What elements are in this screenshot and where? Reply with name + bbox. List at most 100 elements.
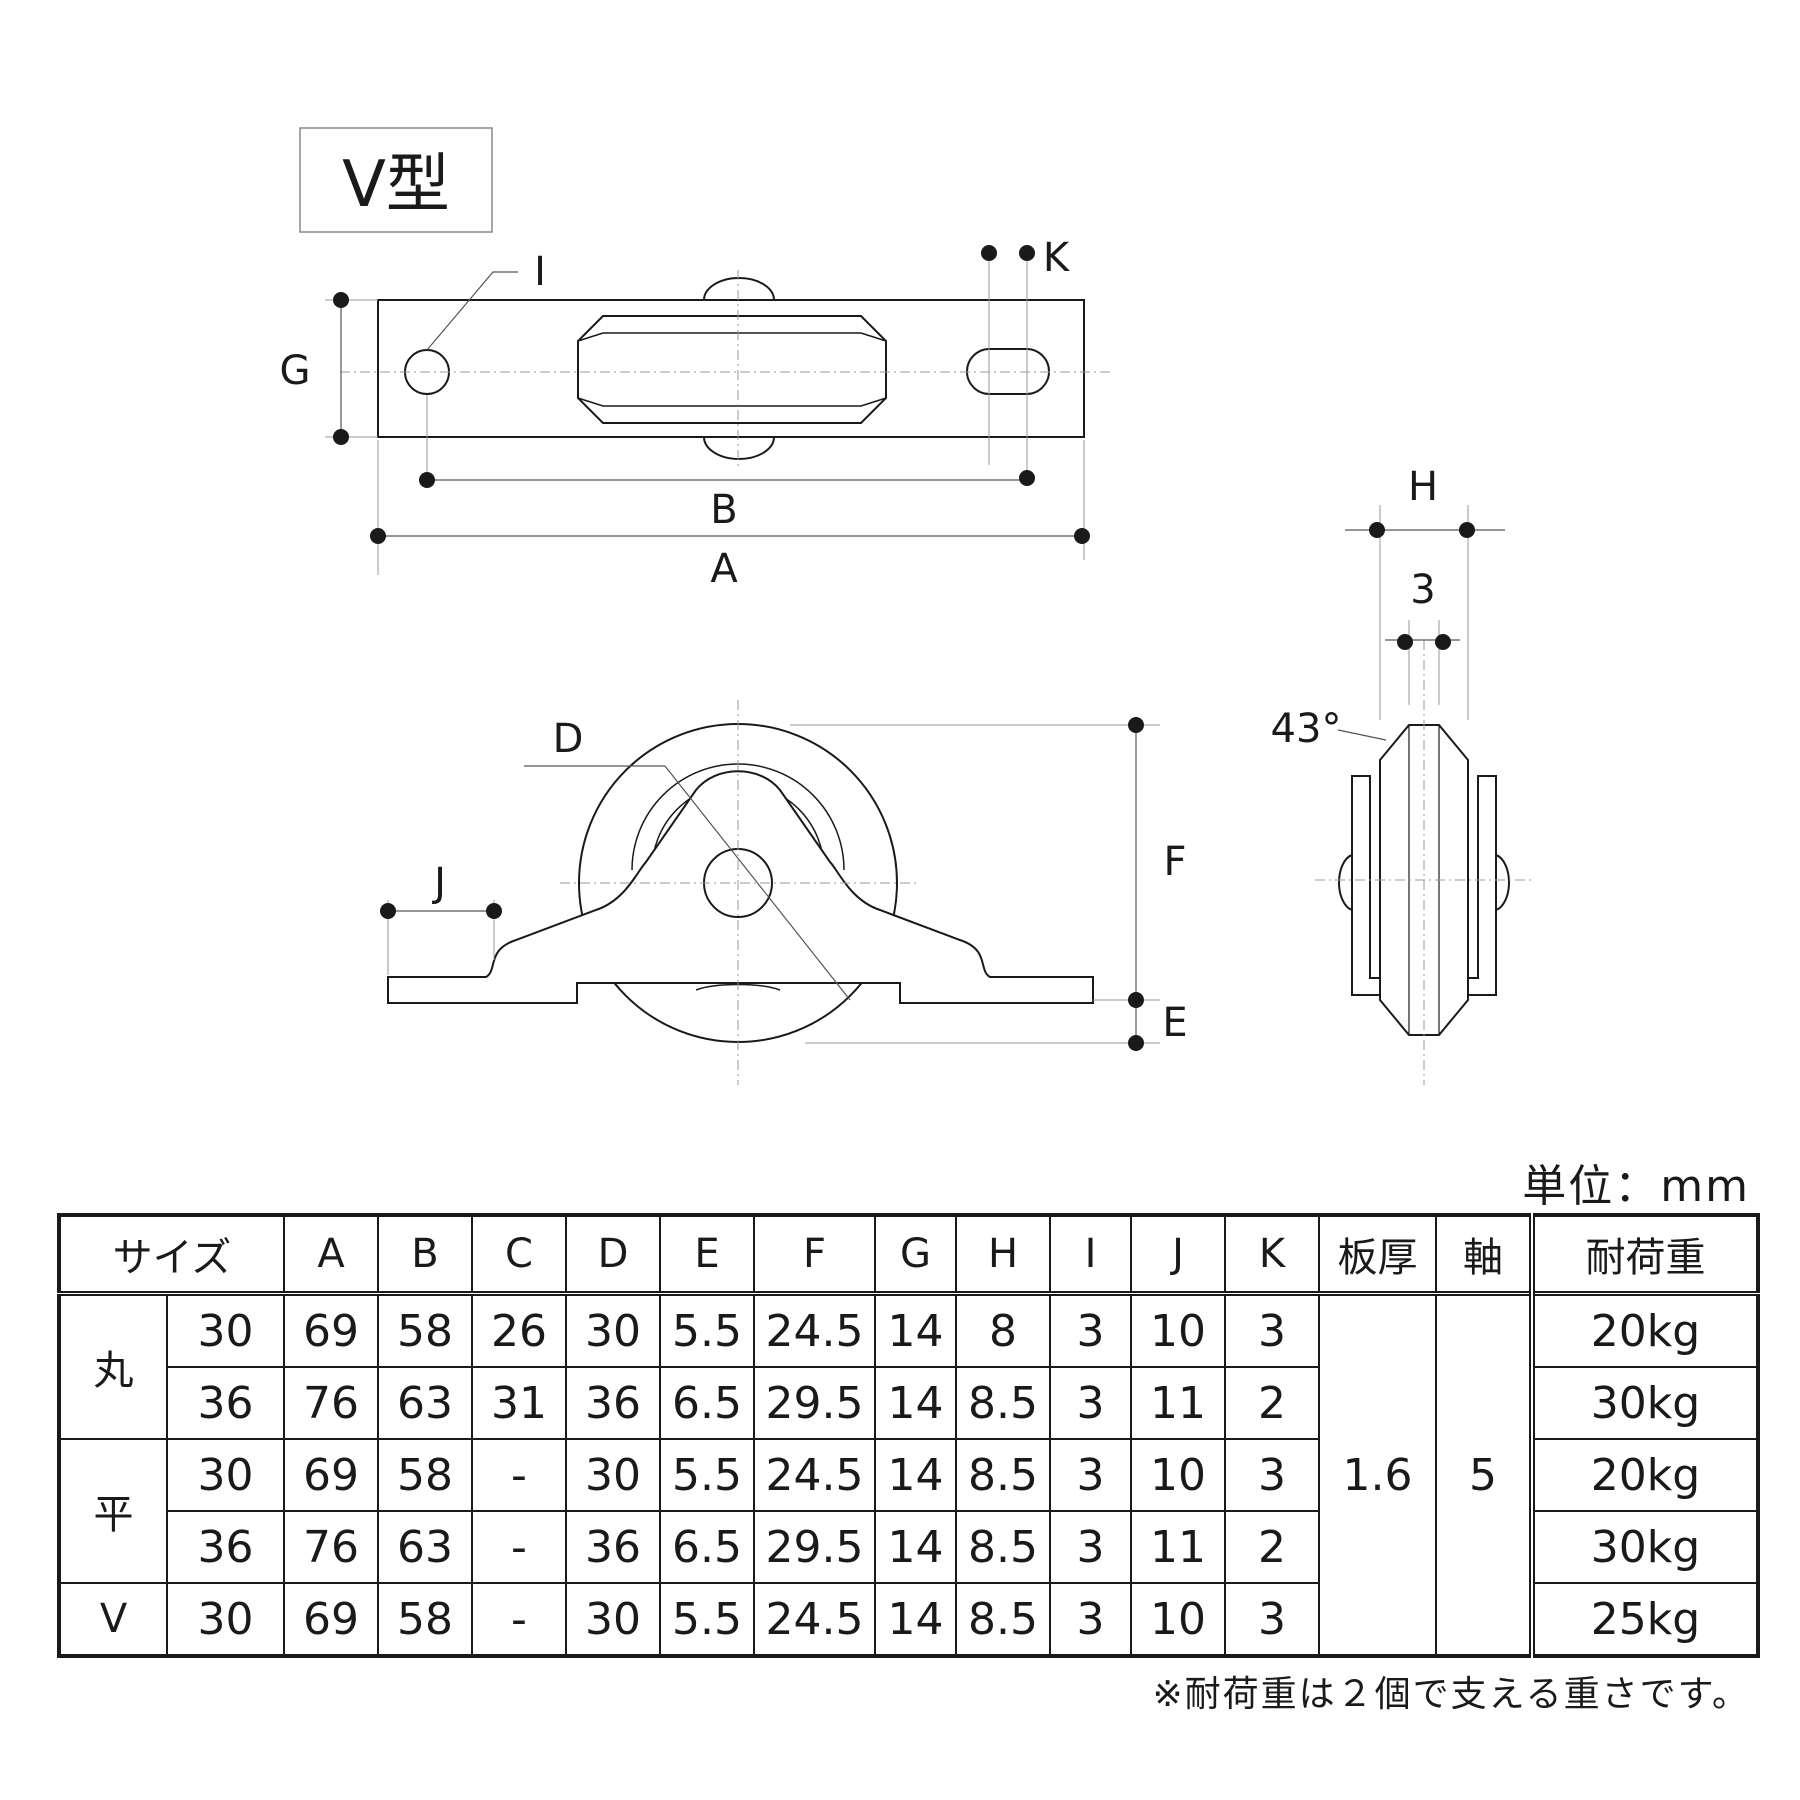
cell: 76 [283, 1366, 379, 1440]
cell: 30 [166, 1292, 285, 1368]
cell: 5.5 [659, 1292, 755, 1368]
header-I: I [1049, 1214, 1132, 1296]
cell: 5.5 [659, 1582, 755, 1657]
label-G: G [280, 348, 311, 394]
cell: 2 [1224, 1510, 1320, 1584]
table-row: 36 76 63 - 36 6.5 29.5 14 8.5 3 11 2 30k… [59, 1510, 1759, 1584]
cell: 29.5 [753, 1366, 876, 1440]
cell: 63 [377, 1366, 473, 1440]
cell: 58 [377, 1582, 473, 1657]
table-header-row: サイズ A B C D E F G H I J K 板厚 軸 耐荷重 [58, 1214, 1759, 1296]
cell: 36 [166, 1510, 285, 1584]
top-view [325, 250, 1110, 575]
load-cell: 25kg [1529, 1582, 1759, 1657]
header-size: サイズ [58, 1214, 285, 1296]
axle-cell: 5 [1435, 1292, 1533, 1657]
load-cell: 20kg [1529, 1292, 1759, 1368]
spec-table: サイズ A B C D E F G H I J K 板厚 軸 耐荷重 丸 30 … [57, 1213, 1760, 1658]
thickness-cell: 1.6 [1318, 1292, 1437, 1657]
cell: 30 [166, 1438, 285, 1512]
header-K: K [1224, 1214, 1320, 1296]
cell: 24.5 [753, 1582, 876, 1657]
group-hira: 平 [58, 1438, 168, 1584]
cell: 3 [1224, 1582, 1320, 1657]
header-H: H [955, 1214, 1051, 1296]
cell: 3 [1049, 1292, 1132, 1368]
cell: 26 [471, 1292, 567, 1368]
header-E: E [659, 1214, 755, 1296]
cell: 58 [377, 1292, 473, 1368]
cell: - [471, 1438, 567, 1512]
cell: 5.5 [659, 1438, 755, 1512]
label-I: I [534, 249, 546, 295]
table-row: 36 76 63 31 36 6.5 29.5 14 8.5 3 11 2 30… [59, 1366, 1759, 1440]
label-H: H [1408, 464, 1438, 510]
cell: 30 [565, 1438, 661, 1512]
cell: 14 [874, 1292, 957, 1368]
table-row: 丸 30 69 58 26 30 5.5 24.5 14 8 3 10 3 1.… [58, 1292, 1759, 1657]
cell: 29.5 [753, 1510, 876, 1584]
cell: 10 [1130, 1292, 1226, 1368]
label-F: F [1163, 839, 1186, 885]
cell: 14 [874, 1366, 957, 1440]
cell: 30 [166, 1582, 285, 1657]
cell: 3 [1049, 1438, 1132, 1512]
cell: 8.5 [955, 1510, 1051, 1584]
label-E: E [1162, 1000, 1187, 1046]
cell: 24.5 [753, 1438, 876, 1512]
title-box: V型 [299, 127, 493, 233]
cell: 6.5 [659, 1510, 755, 1584]
cell: 14 [874, 1582, 957, 1657]
cell: 3 [1049, 1510, 1132, 1584]
header-axle: 軸 [1435, 1214, 1533, 1296]
table-row: 平 30 69 58 - 30 5.5 24.5 14 8.5 3 10 3 2… [58, 1438, 1759, 1584]
cell: 3 [1224, 1438, 1320, 1512]
top-view-dimension-dots [333, 245, 1090, 544]
cell: 69 [283, 1438, 379, 1512]
footnote: ※耐荷重は２個で支える重さです。 [1152, 1674, 1750, 1715]
side-view-dimension-dots [1369, 522, 1475, 650]
cell: 11 [1130, 1366, 1226, 1440]
label-B: B [710, 487, 737, 533]
cell: 8.5 [955, 1582, 1051, 1657]
cell: 3 [1224, 1292, 1320, 1368]
group-maru: 丸 [58, 1292, 168, 1440]
cell: 24.5 [753, 1292, 876, 1368]
label-K: K [1043, 235, 1071, 281]
cell: 3 [1049, 1366, 1132, 1440]
cell: 14 [874, 1438, 957, 1512]
header-G: G [874, 1214, 957, 1296]
cell: 58 [377, 1438, 473, 1512]
cell: 69 [283, 1292, 379, 1368]
cell: 36 [166, 1366, 285, 1440]
cell: 10 [1130, 1582, 1226, 1657]
label-angle: 43° [1271, 706, 1342, 752]
front-view-dimension-dots [380, 717, 1144, 1051]
label-A: A [710, 546, 738, 592]
cell: 76 [283, 1510, 379, 1584]
unit-label: 単位：mm [1522, 1161, 1750, 1212]
header-F: F [753, 1214, 876, 1296]
cell: 8.5 [955, 1366, 1051, 1440]
cell: 30 [565, 1582, 661, 1657]
cell: 36 [565, 1366, 661, 1440]
cell: 69 [283, 1582, 379, 1657]
cell: 8 [955, 1292, 1051, 1368]
side-view [1315, 505, 1535, 1085]
label-3: 3 [1410, 567, 1435, 613]
header-A: A [283, 1214, 379, 1296]
cell: 2 [1224, 1366, 1320, 1440]
header-load: 耐荷重 [1529, 1214, 1759, 1296]
title-text: V型 [342, 148, 450, 222]
header-J: J [1130, 1214, 1226, 1296]
technical-drawing: V型 [280, 127, 1535, 1085]
label-J: J [431, 860, 446, 906]
group-v: V [58, 1582, 168, 1657]
load-cell: 20kg [1529, 1438, 1759, 1512]
cell: 36 [565, 1510, 661, 1584]
table-row: V 30 69 58 - 30 5.5 24.5 14 8.5 3 10 3 2… [58, 1582, 1759, 1657]
cell: 63 [377, 1510, 473, 1584]
cell: 11 [1130, 1510, 1226, 1584]
cell: 3 [1049, 1582, 1132, 1657]
cell: - [471, 1582, 567, 1657]
